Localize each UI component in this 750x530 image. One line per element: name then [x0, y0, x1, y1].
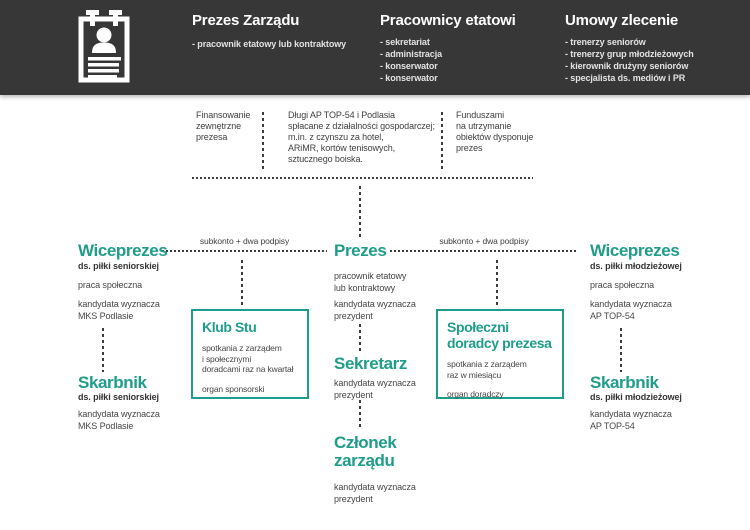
connector-to-klub-stu [241, 260, 243, 305]
person-id-card-icon [73, 8, 135, 86]
box-spoleczni-doradcy: Społeczni doradcy prezesa spotkania z za… [436, 309, 564, 399]
role-note: praca społeczna [590, 280, 655, 290]
box-footer: organ doradczy [447, 389, 504, 399]
box-klub-stu: Klub Stu spotkania z zarządem i społeczn… [191, 309, 309, 399]
legend-item: - sekretariat [380, 37, 430, 47]
role-subtitle: ds. piłki seniorskiej [78, 392, 159, 402]
role-note: pracownik etatowy lub kontraktowy [334, 271, 407, 293]
role-note: kandydata wyznacza MKS Podlasie [78, 409, 160, 431]
legend-item: - kierownik drużyny seniorów [565, 61, 689, 71]
role-title-wiceprezes-left: Wiceprezes [78, 241, 168, 260]
connector-right-horizontal [390, 250, 578, 252]
legend-header: Prezes Zarządu - pracownik etatowy lub k… [0, 0, 750, 95]
box-title: Społeczni doradcy prezesa [447, 319, 552, 351]
legend-title-umowy-zlecenie: Umowy zlecenie [565, 12, 679, 29]
connector-label-right: subkonto + dwa podpisy [439, 236, 529, 246]
role-note: praca społeczna [78, 280, 143, 290]
connector-prezes-sekretarz [359, 324, 361, 352]
role-title-czlonek-zarzadu: Członek zarządu [334, 433, 397, 470]
box-body: spotkania z zarządem i społecznymi dorad… [202, 343, 294, 374]
connector-wiceprezes-skarbnik-right [620, 328, 622, 372]
connector-top-to-prezes [359, 186, 361, 238]
role-subtitle: ds. piłki młodzieżowej [590, 261, 682, 271]
legend-item: - trenerzy seniorów [565, 37, 646, 47]
legend-item: - specjalista ds. mediów i PR [565, 73, 686, 83]
role-title-skarbnik-right: Skarbnik [590, 373, 659, 392]
legend-item: - konserwator [380, 61, 438, 71]
role-note: kandydata wyznacza MKS Podlasie [78, 299, 160, 321]
box-title: Klub Stu [202, 319, 257, 335]
role-title-skarbnik-left: Skarbnik [78, 373, 147, 392]
note-fundusze: Funduszami na utrzymanie obiektów dyspon… [456, 110, 534, 153]
role-title-prezes: Prezes [334, 241, 387, 260]
connector-sekretarz-czlonek [359, 400, 361, 430]
role-note: kandydata wyznacza AP TOP-54 [590, 299, 672, 321]
legend-list-zlecenie: - trenerzy seniorów - trenerzy grup młod… [565, 36, 694, 84]
connector-label-left: subkonto + dwa podpisy [199, 236, 290, 246]
note-separator-line [262, 112, 264, 172]
legend-list-etatowi: - sekretariat - administracja - konserwa… [380, 36, 442, 84]
box-body: spotkania z zarządem raz w miesiącu [447, 359, 527, 380]
role-title-sekretarz: Sekretarz [334, 354, 407, 373]
legend-title-prezes-zarzadu: Prezes Zarządu [192, 12, 300, 29]
note-dlugi: Długi AP TOP-54 i Podlasia spłacane z dz… [288, 110, 435, 164]
note-separator-line [441, 112, 443, 172]
connector-top-horizontal [192, 177, 533, 179]
role-note: kandydata wyznacza AP TOP-54 [590, 409, 672, 431]
connector-wiceprezes-skarbnik-left [102, 328, 104, 372]
legend-item: - administracja [380, 49, 443, 59]
role-subtitle: ds. piłki seniorskiej [78, 261, 159, 271]
legend-item: - trenerzy grup młodzieżowych [565, 49, 694, 59]
role-subtitle: ds. piłki młodzieżowej [590, 392, 682, 402]
box-footer: organ sponsorski [202, 383, 265, 394]
role-note: kandydata wyznacza prezydent [334, 378, 416, 400]
note-finansowanie: Finansowanie zewnętrzne prezesa [196, 110, 251, 142]
legend-title-pracownicy-etatowi: Pracownicy etatowi [380, 12, 516, 29]
role-title-wiceprezes-right: Wiceprezes [590, 241, 680, 260]
connector-to-doradcy [496, 260, 498, 305]
role-note: kandydata wyznacza prezydent [334, 299, 416, 321]
legend-item: - pracownik etatowy lub kontraktowy [192, 39, 347, 49]
role-note: kandydata wyznacza prezydent [334, 482, 416, 504]
connector-left-horizontal [162, 250, 327, 252]
legend-item: - konserwator [380, 73, 438, 83]
